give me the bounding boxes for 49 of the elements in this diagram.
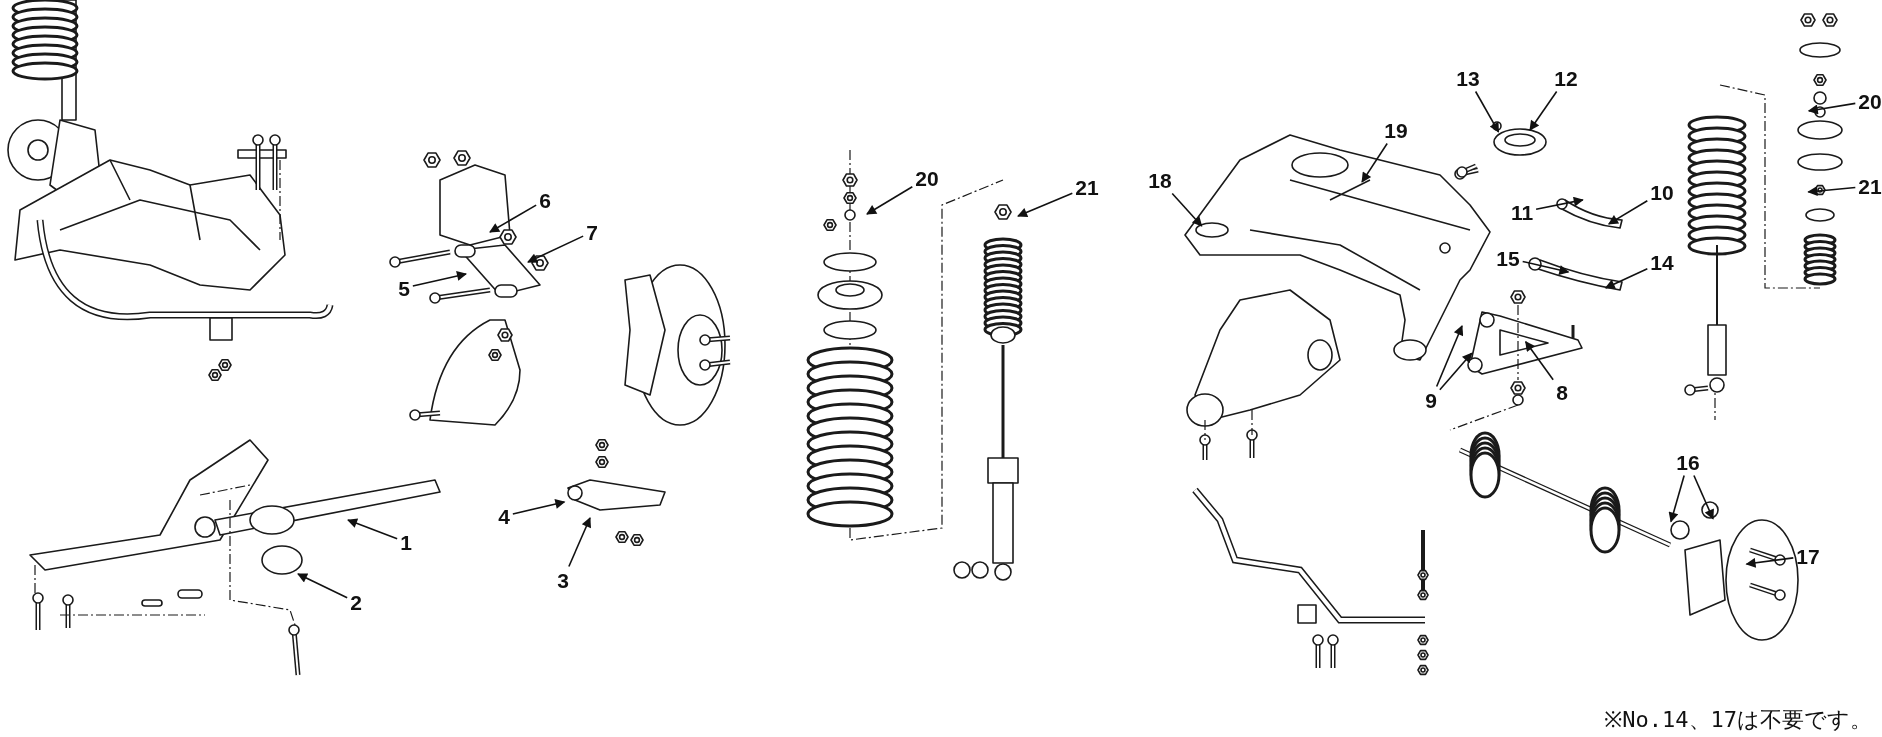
leader-arrow [1474, 90, 1500, 133]
callout-number: 7 [585, 220, 599, 244]
leader-arrow [1535, 196, 1584, 210]
callout-number: 4 [497, 504, 511, 528]
callout-number: 20 [914, 166, 940, 190]
callout-number: 15 [1495, 246, 1521, 270]
leader-arrow [297, 573, 348, 599]
callout-number: 5 [397, 276, 411, 300]
leader-arrow [512, 499, 566, 515]
callout-number: 21 [1074, 175, 1100, 199]
callout-number: 17 [1795, 544, 1821, 568]
leader-arrow [527, 235, 584, 263]
callout-number: 19 [1383, 118, 1409, 142]
leader-arrow [412, 271, 467, 287]
footnote: ※No.14、17は不要です。 [1604, 706, 1872, 734]
leader-arrow [866, 186, 914, 215]
leader-arrow [1608, 200, 1649, 225]
leader-arrow [1521, 260, 1570, 275]
leader-arrow [347, 518, 398, 540]
leader-arrow [1435, 325, 1464, 388]
callout-number: 10 [1649, 180, 1675, 204]
leader-arrow [1807, 102, 1857, 115]
callout-number: 11 [1509, 200, 1535, 224]
leader-arrow [1439, 352, 1473, 391]
leader-arrow [1171, 192, 1203, 227]
leader-arrow [1668, 474, 1685, 523]
leader-arrow [1524, 340, 1554, 381]
callout-number: 20 [1857, 89, 1882, 113]
callout-number: 14 [1649, 250, 1675, 274]
callout-number: 16 [1675, 450, 1701, 474]
leader-arrow [489, 204, 537, 233]
callout-number: 13 [1455, 66, 1481, 90]
leader-arrow [1529, 90, 1558, 131]
callout-number: 3 [556, 568, 570, 592]
leader-arrow [568, 517, 591, 568]
callout-number: 21 [1857, 174, 1882, 198]
callout-number: 6 [538, 188, 552, 212]
callout-number: 18 [1147, 168, 1173, 192]
callout-number: 2 [349, 590, 363, 614]
leader-arrow [1807, 186, 1857, 197]
leader-arrow [1017, 192, 1074, 218]
leader-arrow [1604, 267, 1649, 289]
leader-arrow [1693, 474, 1714, 520]
callout-number: 1 [399, 530, 413, 554]
leader-arrow [1361, 142, 1388, 183]
leader-arrow [1745, 557, 1795, 568]
callout-number: 9 [1424, 388, 1438, 412]
callout-number: 8 [1555, 380, 1569, 404]
callout-number: 12 [1553, 66, 1579, 90]
